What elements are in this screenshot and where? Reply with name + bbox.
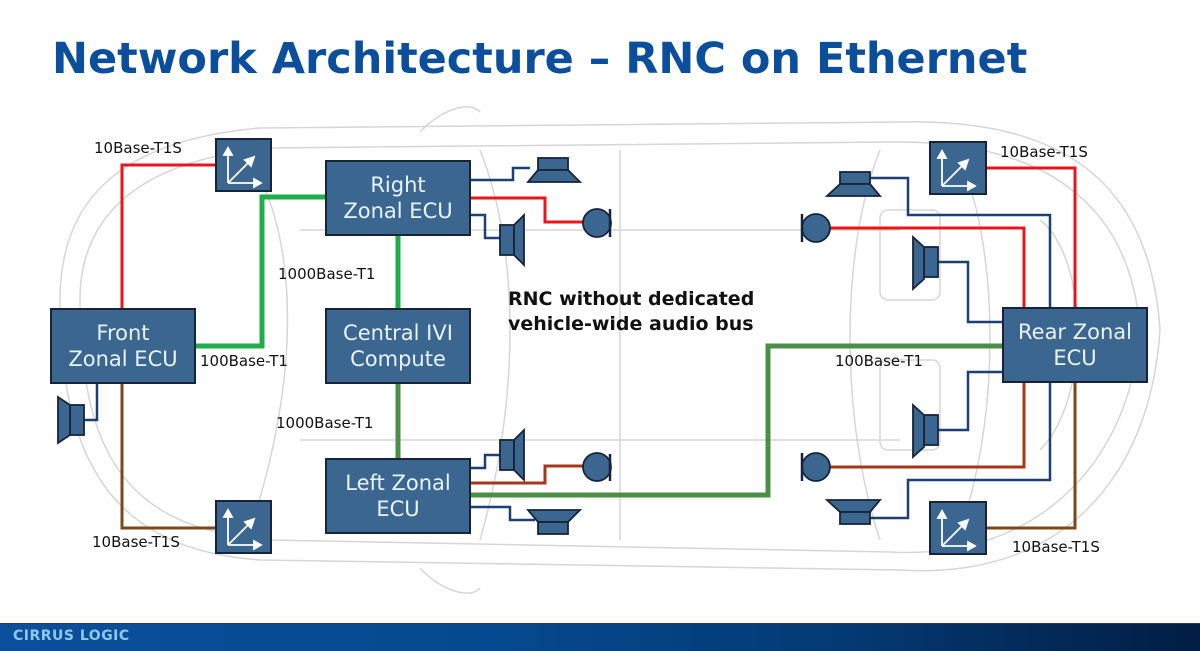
sensor-rear-bottom [929, 501, 987, 555]
microphone-icon-right [582, 208, 612, 238]
ecu-left-line2: ECU [376, 497, 420, 521]
ecu-right-line1: Right [370, 173, 426, 197]
link-rear-to-mic-bottom [830, 382, 1026, 469]
speaker-icon-rear-side-top [912, 234, 939, 292]
accelerometer-icon [222, 508, 263, 551]
accelerometer-icon [936, 509, 977, 552]
link-left-to-mic [470, 464, 584, 485]
microphone-icon-rear-top [800, 213, 831, 243]
microphone-icon-rear-bottom [800, 452, 831, 482]
ecu-front-line2: Zonal ECU [68, 347, 178, 371]
link-rear-to-speaker-side-bottom [938, 370, 1004, 432]
sensor-front-top [215, 138, 272, 192]
link-rear-to-speaker-bottom [870, 382, 1052, 520]
ecu-rear-line1: Rear Zonal [1018, 320, 1132, 344]
link-left-to-speaker-side [470, 453, 500, 470]
speaker-icon-right-top [526, 157, 583, 183]
link-front-to-right [196, 194, 327, 349]
link-rear-to-speaker-top [870, 176, 1052, 308]
speaker-icon-left-side [499, 427, 525, 483]
ecu-right-line2: Zonal ECU [343, 199, 453, 223]
t1s-links [120, 163, 1077, 530]
label-central-to-left: 1000Base-T1 [276, 414, 374, 432]
link-rear-to-top-sensor [986, 166, 1077, 308]
label-front-top-sensor: 10Base-T1S [94, 139, 182, 157]
ecu-rear-line2: ECU [1053, 346, 1097, 370]
link-right-to-speaker-side [470, 213, 500, 240]
rnc-annotation-line1: RNC without dedicated [508, 288, 755, 310]
page-title: Network Architecture – RNC on Ethernet [52, 34, 1028, 84]
link-rear-to-bottom-sensor [986, 382, 1077, 530]
link-front-to-top-sensor [120, 163, 216, 309]
ecu-front-line1: Front [96, 321, 150, 345]
speaker-icon-front [57, 395, 85, 445]
label-front-to-right: 100Base-T1 [200, 352, 288, 370]
link-rear-to-speaker-side-top [938, 260, 1004, 324]
label-rear-top-sensor: 10Base-T1S [1000, 143, 1088, 161]
link-right-to-speaker-top [470, 166, 530, 182]
speaker-icon-rear-side-bottom [912, 402, 939, 460]
rnc-annotation-line2: vehicle-wide audio bus [508, 313, 754, 335]
rnc-annotation: RNC without dedicated vehicle-wide audio… [508, 287, 754, 337]
label-right-to-central: 1000Base-T1 [278, 265, 376, 283]
link-left-to-speaker-bottom [470, 505, 535, 522]
ecu-central-line1: Central IVI [343, 321, 453, 345]
link-rear-to-mic-top [830, 226, 1026, 308]
ecu-left-line1: Left Zonal [345, 471, 451, 495]
footer-bar: CIRRUS LOGIC [0, 623, 1200, 651]
link-right-to-mic [470, 196, 584, 224]
microphone-icon-left [582, 452, 612, 482]
audio-links [84, 166, 1052, 522]
speaker-icon-right-side [499, 212, 525, 268]
brand-logo: CIRRUS LOGIC [13, 628, 130, 644]
label-rear-bottom-sensor: 10Base-T1S [1012, 538, 1100, 556]
speaker-icon-rear-top [824, 171, 882, 197]
label-front-bottom-sensor: 10Base-T1S [92, 533, 180, 551]
ethernet-links [196, 194, 1004, 498]
link-front-to-speaker [84, 384, 99, 422]
speaker-icon-rear-bottom [824, 499, 882, 525]
sensor-rear-top [929, 141, 987, 195]
accelerometer-icon [222, 146, 263, 189]
accelerometer-icon [936, 149, 977, 192]
ecu-central-line2: Compute [350, 347, 446, 371]
label-left-to-rear: 100Base-T1 [835, 352, 923, 370]
link-front-to-bottom-sensor [120, 384, 216, 530]
sensor-front-bottom [215, 500, 272, 554]
link-left-to-rear [470, 343, 1004, 498]
speaker-icon-left-bottom [526, 509, 583, 535]
